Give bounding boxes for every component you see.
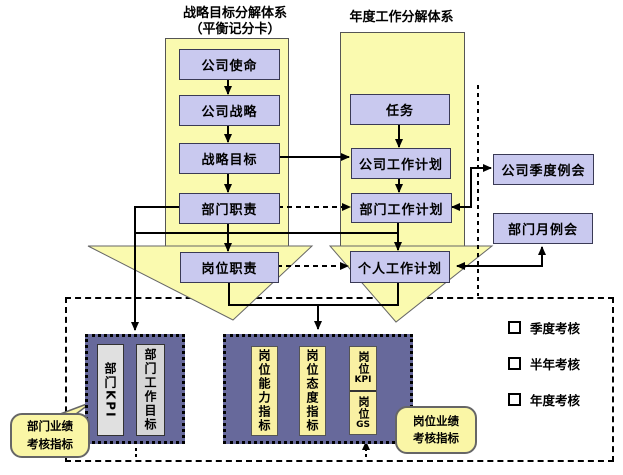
- checkbox-icon: [508, 357, 521, 370]
- callout-dept-performance-indicators: 部门业绩考核指标: [10, 413, 90, 458]
- indicator-dept-work-goal: 部门工作目标: [136, 344, 165, 436]
- annual-system-title: 年度工作分解体系: [349, 10, 454, 25]
- indicator-post-attitude-label: 岗位态度指标: [305, 349, 319, 433]
- flow-box-task: 任务: [350, 94, 450, 125]
- strategy-system-title: 战略目标分解体系 （平衡记分卡）: [150, 6, 320, 39]
- legend-item-half-year: 半年考核: [508, 354, 580, 373]
- indicator-post-kpi-en: KPI: [354, 375, 372, 386]
- indicator-dept-work-goal-label: 部门工作目标: [143, 348, 157, 432]
- checkbox-icon: [508, 321, 521, 334]
- legend-item-quarterly-label: 季度考核: [530, 321, 581, 336]
- flow-box-personal-work-plan: 个人工作计划: [350, 251, 450, 283]
- indicator-post-kpi-zh: 岗位: [357, 351, 370, 376]
- legend-item-annual-label: 年度考核: [530, 393, 581, 408]
- indicator-dept-kpi-zh: 部门: [103, 361, 117, 390]
- flow-box-strategic-goal: 战略目标: [179, 143, 280, 174]
- indicator-post-ability: 岗位能力指标: [251, 346, 278, 436]
- box-company-quarterly-meeting: 公司季度例会: [493, 154, 594, 185]
- checkbox-icon: [508, 393, 521, 406]
- indicator-dept-kpi-en: KPI: [103, 389, 118, 419]
- assessment-legend: 季度考核 半年考核 年度考核: [508, 318, 580, 426]
- elbow-personal-plan-monthly-meeting: [456, 246, 546, 270]
- legend-item-annual: 年度考核: [508, 390, 580, 409]
- box-dept-monthly-meeting: 部门月例会: [493, 213, 593, 244]
- indicator-post-kpi: 岗位 KPI: [350, 347, 376, 392]
- flow-box-company-mission: 公司使命: [179, 49, 280, 80]
- flow-box-company-strategy: 公司战略: [179, 95, 280, 126]
- flow-box-dept-duty: 部门职责: [179, 193, 280, 224]
- legend-item-half-year-label: 半年考核: [530, 357, 581, 372]
- indicator-post-attitude: 岗位态度指标: [299, 346, 326, 436]
- legend-item-quarterly: 季度考核: [508, 318, 580, 337]
- callout-dept-performance-label: 部门业绩考核指标: [27, 419, 73, 451]
- callout-post-performance-indicators: 岗位业绩考核指标: [395, 406, 477, 454]
- flow-box-company-work-plan: 公司工作计划: [351, 148, 451, 179]
- indicator-post-gs: 岗位 GS: [350, 392, 376, 435]
- indicator-post-gs-en: GS: [356, 419, 370, 430]
- strategy-system-title-line2: （平衡记分卡）: [189, 22, 281, 38]
- flow-box-post-duty: 岗位职责: [180, 252, 279, 283]
- indicator-post-ability-label: 岗位能力指标: [257, 349, 271, 433]
- callout-post-performance-label: 岗位业绩考核指标: [413, 413, 459, 445]
- indicator-post-kpi-gs: 岗位 KPI 岗位 GS: [349, 346, 377, 435]
- strategy-system-title-line1: 战略目标分解体系: [182, 6, 287, 21]
- indicator-post-gs-zh: 岗位: [357, 395, 370, 420]
- indicator-dept-kpi: 部门 KPI: [97, 344, 124, 436]
- flow-box-dept-work-plan: 部门工作计划: [351, 193, 452, 223]
